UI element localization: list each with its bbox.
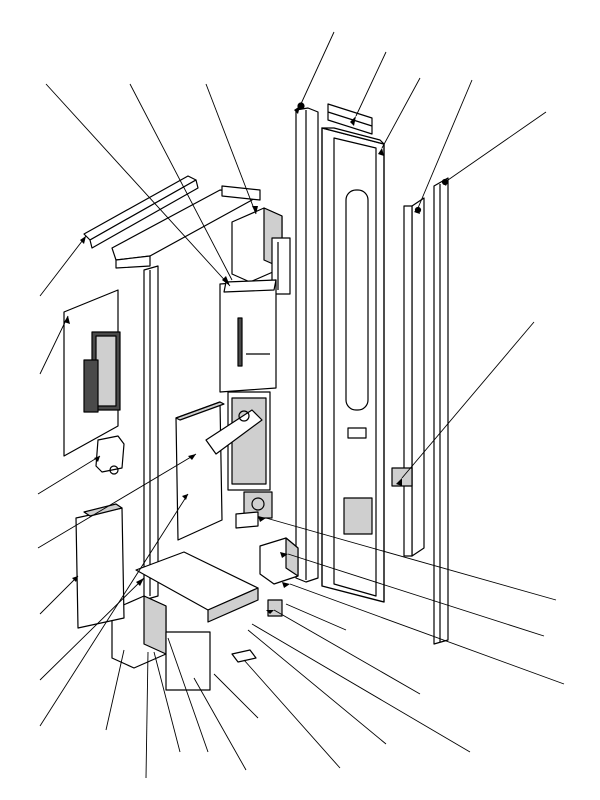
right-hinge-rail (391, 197, 425, 557)
power-supply-box (231, 207, 291, 295)
lock-unit (95, 435, 125, 475)
tall-back-panel (143, 265, 159, 601)
small-actuator (235, 511, 259, 529)
solenoid-box (259, 537, 299, 585)
tall-left-rail (295, 102, 319, 583)
keypad (83, 359, 99, 413)
small-plate (231, 649, 257, 663)
left-top-bracket (83, 175, 199, 249)
leader-lines (37, 31, 565, 779)
arrowheads (64, 106, 448, 614)
center-hinge-plate (175, 401, 225, 541)
bottom-bracket (111, 595, 211, 691)
front-door-panel (75, 503, 125, 629)
right-rail (433, 177, 449, 645)
control-panel-front (219, 279, 277, 393)
main-frame (321, 103, 385, 603)
top-mount-bracket (111, 185, 261, 269)
hinge-assembly (205, 409, 263, 455)
bottom-base-plate (135, 551, 259, 623)
display-module (227, 391, 271, 491)
